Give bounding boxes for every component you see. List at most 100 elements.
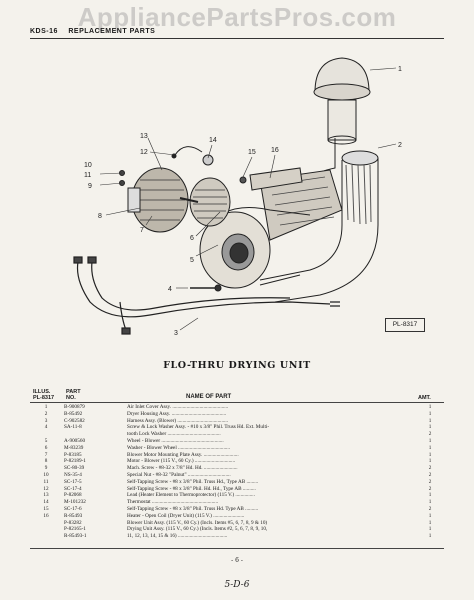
part-number-cell: SC-17-6 [64, 505, 82, 512]
illus-cell: 14 [43, 499, 49, 506]
amount-cell: 1 [428, 437, 432, 444]
part-number-cell: P-83185 [64, 451, 82, 458]
illus-cell: 8 [44, 458, 48, 465]
amount-cell: 2 [428, 471, 432, 478]
illus-cell: 9 [44, 465, 48, 472]
page-title: FLO-THRU DRYING UNIT [163, 360, 311, 371]
table-row: 16 R-85493 Heater - Open Coil (Dryer Unit)… [30, 513, 444, 520]
callout-16: 16 [271, 147, 279, 154]
amount-cell: 1 [428, 424, 432, 431]
part-number-cell: P-82189-1 [64, 458, 86, 465]
part-name-cell: tooth Lock Washer ......................… [127, 431, 221, 438]
part-number-cell: NS-35-4 [64, 471, 82, 478]
amount-cell: 1 [428, 492, 432, 499]
table-bottom-rule [30, 548, 444, 549]
page-number: - 6 - [231, 557, 243, 564]
illus-cell: 5 [44, 437, 48, 444]
callout-12: 12 [140, 149, 148, 156]
part-number-cell: B-900879 [64, 404, 85, 410]
part-name-cell: Drying Unit Assy. (115 V., 60 Cy.) (Incl… [127, 526, 268, 533]
illus-cell: 16 [43, 512, 49, 519]
page-header: KDS-16 REPLACEMENT PARTS [30, 28, 163, 35]
amount-cell: 1 [428, 444, 432, 451]
part-number-cell: SC-80-39 [64, 465, 85, 472]
illus-cell: 4 [44, 424, 48, 431]
amount-cell: 1 [428, 526, 432, 533]
amount-cell: 1 [428, 451, 432, 458]
blower-motor [127, 167, 199, 233]
part-number-cell: R-85493-1 [64, 533, 87, 540]
illus-cell: 15 [43, 505, 49, 512]
part-name-cell: Air Inlet Cover Assy. ..................… [127, 404, 229, 410]
part-name-cell: Motor - Blower (115 V., 60 Cy.) ........… [127, 458, 236, 465]
callout-3: 3 [174, 330, 178, 337]
part-name-cell: Lead (Heater Element to Thermoprotector)… [127, 492, 255, 499]
part-name-cell: Self-Tapping Screw - #8 x 3/8" Phil. Hd.… [127, 485, 256, 492]
col-part-top: PART [66, 389, 81, 395]
callout-7: 7 [140, 227, 144, 234]
part-number-cell: SC-17-5 [64, 478, 82, 485]
callout-10: 10 [84, 162, 92, 169]
part-name-cell: Harness Assy. (Blower) .................… [127, 417, 228, 424]
illus-cell: 13 [43, 492, 49, 499]
table-row: P-82165-1 Drying Unit Assy. (115 V., 60 C… [30, 526, 444, 533]
col-illus-top: ILLUS. [33, 389, 51, 395]
header-rule [30, 38, 444, 39]
part-name-cell: Special Nut - #8-32 "Palnut" ...........… [127, 471, 231, 478]
table-header-rule [30, 402, 444, 403]
callout-11: 11 [84, 172, 91, 179]
part-number-cell: P-82068 [64, 492, 82, 499]
part-number-cell: P-83282 [64, 519, 82, 526]
callout-1: 1 [398, 66, 402, 73]
wiring-harness [73, 256, 340, 335]
part-number-cell: SA-11-8 [64, 424, 82, 431]
amount-cell: 1 [428, 499, 432, 506]
amount-cell: 1 [428, 458, 432, 465]
table-row: 13 P-82068 Lead (Heater Element to Thermop… [30, 492, 444, 499]
illus-cell: 3 [44, 417, 48, 424]
callout-2: 2 [398, 142, 402, 149]
part-name-cell: Heater - Open Coil (Dryer Unit) (115 V.)… [127, 512, 245, 519]
blower-wheel [189, 177, 231, 227]
illus-cell: 11 [43, 478, 49, 485]
watermark: AppliancePartsPros.com [77, 2, 397, 32]
amount-cell: 2 [428, 478, 432, 485]
part-number-cell: R-85493 [64, 512, 83, 519]
callout-8: 8 [98, 213, 102, 220]
amount-cell: 2 [428, 505, 432, 512]
callout-14: 14 [209, 137, 217, 144]
dryer-housing [259, 138, 379, 303]
illus-cell: 10 [43, 471, 49, 478]
screw [239, 176, 247, 184]
col-amt: AMT. [418, 395, 431, 401]
screw-lock-washer [190, 284, 222, 292]
callout-9: 9 [88, 183, 92, 190]
illus-cell: 1 [44, 404, 48, 410]
table-row: tooth Lock Washer ......................… [30, 431, 444, 438]
col-part-bottom: NO. [66, 395, 76, 401]
col-illus-bottom: PL-8317 [33, 395, 55, 401]
thermostat [171, 146, 214, 166]
illus-cell: 6 [44, 444, 48, 451]
part-name-cell: Mach. Screw - #8-32 x 7/8" Hd. Hd. .....… [127, 465, 238, 472]
amount-cell: 1 [428, 417, 432, 424]
amount-cell: 1 [428, 410, 432, 417]
model-code: KDS-16 [30, 28, 58, 35]
callout-6: 6 [190, 235, 194, 242]
part-number-cell: P-82165-1 [64, 526, 86, 533]
illus-cell: 2 [44, 410, 48, 417]
amount-cell: 1 [428, 512, 432, 519]
part-name-cell: Blower Unit Assy. (115 V., 60 Cy.) (Incl… [127, 519, 268, 526]
amount-cell: 1 [428, 519, 432, 526]
amount-cell: 1 [428, 404, 432, 410]
air-inlet-cover [313, 57, 371, 145]
table-row: 9 SC-80-39 Mach. Screw - #8-32 x 7/8" Hd. … [30, 465, 444, 472]
part-number-cell: A-900560 [64, 437, 86, 444]
